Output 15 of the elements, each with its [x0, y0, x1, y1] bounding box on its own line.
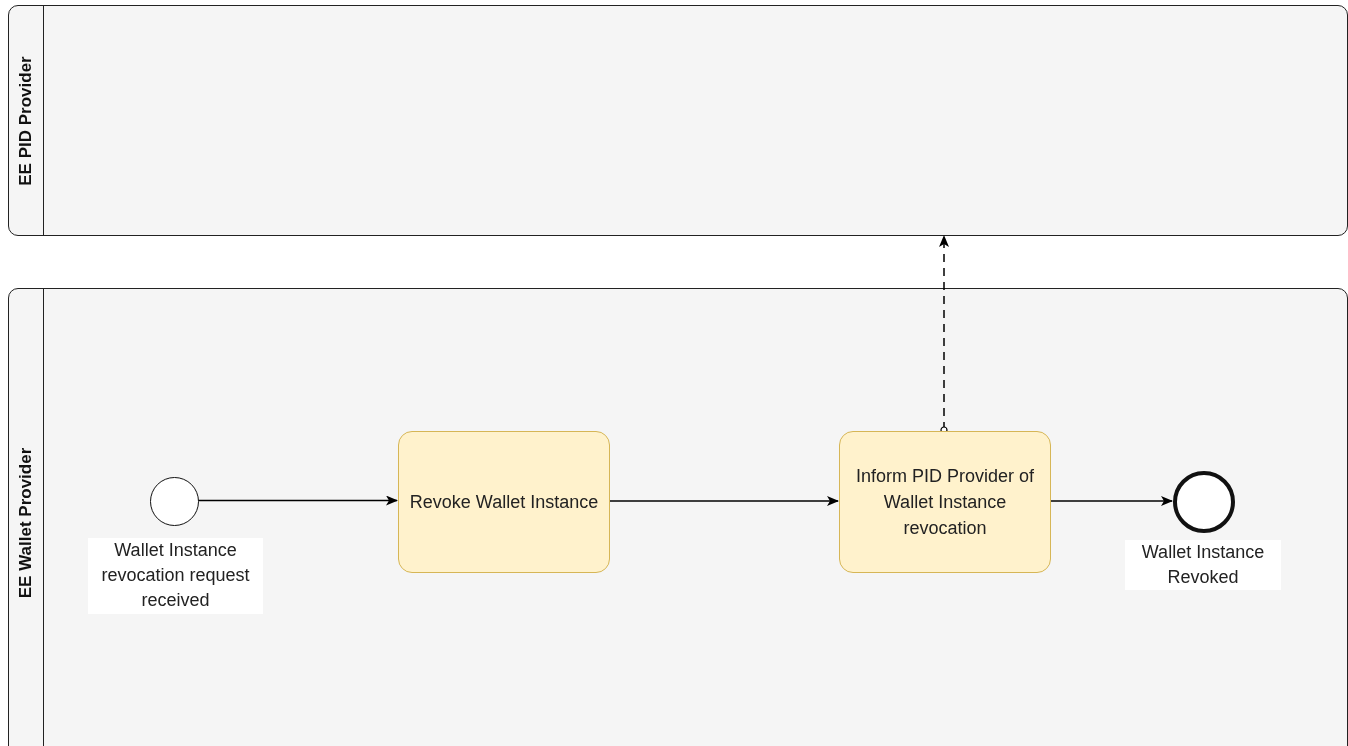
- task-label: Revoke Wallet Instance: [408, 490, 600, 514]
- task-box: [839, 431, 1051, 573]
- pool-title: EE Wallet Provider: [16, 447, 36, 599]
- pool-title: EE PID Provider: [16, 55, 36, 186]
- event-label: Wallet Instance revocation request received: [88, 538, 263, 614]
- message-flow-arrow: [939, 235, 949, 434]
- event-label: Wallet Instance Revoked: [1125, 540, 1281, 591]
- sequence-flow-arrow: [197, 495, 398, 506]
- sequence-flow-arrow: [608, 496, 839, 506]
- swimlane-pool: [8, 288, 1348, 746]
- sequence-flow-arrow: [1049, 496, 1173, 506]
- start-event-circle: [150, 477, 199, 526]
- swimlane-pool: [8, 5, 1348, 236]
- task-box: [398, 431, 610, 573]
- task-label: Inform PID Provider of Wallet Instance revocation: [854, 464, 1036, 541]
